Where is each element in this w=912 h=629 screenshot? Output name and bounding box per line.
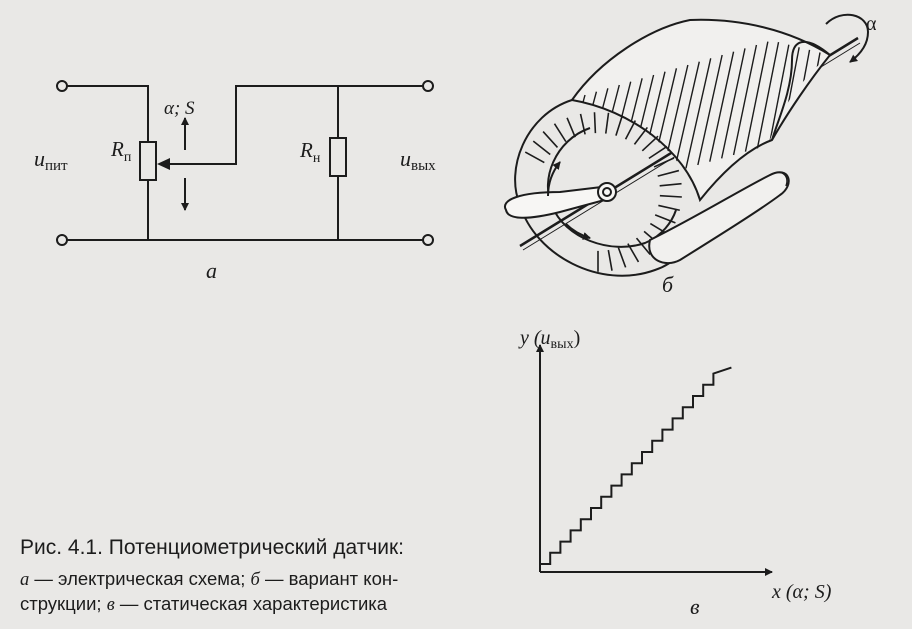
guide-scroll [648, 171, 790, 265]
caption-line-1: а — электрическая схема; б — вариант кон… [20, 567, 490, 592]
panel-letter-b: б [662, 272, 674, 297]
drum-end-cap [771, 40, 831, 141]
characteristic-labels: y (uвых) x (α; S) в [518, 327, 832, 619]
output-voltage-label: uвых [400, 146, 436, 174]
winding-turn [732, 44, 758, 156]
wiper-arm [503, 184, 614, 219]
scale-tick [659, 194, 682, 198]
shaft-hub [597, 182, 617, 202]
caption-text-a: — электрическая схема; [29, 568, 251, 589]
input-terminal-top [56, 80, 68, 92]
scale-tick [648, 145, 668, 160]
caption-line-2: струкции; в — статическая характеристика [20, 592, 490, 617]
circuit-diagram [56, 80, 434, 246]
scale-tick [604, 112, 610, 134]
characteristic-plot [536, 344, 773, 576]
wiper-rotation-arrow-up [547, 161, 561, 197]
x-axis-label: x (α; S) [771, 581, 832, 603]
scale-tick [659, 182, 682, 187]
shaft-rotation-arrow [825, 13, 870, 63]
scale-tick [627, 243, 640, 263]
caption-title: Рис. 4.1. Потенциометрический датчик: [20, 536, 405, 559]
winding-turn [768, 34, 792, 146]
output-terminal-bottom [422, 234, 434, 246]
slider-displacement-label: α; S [164, 98, 195, 119]
caption-text-v: — статическая характеристика [114, 593, 388, 614]
staircase-curve [540, 366, 732, 565]
caption-letter-b: б [250, 570, 260, 590]
panel-letter-v: в [690, 594, 700, 619]
winding-turn [709, 51, 735, 162]
load-resistor [329, 137, 347, 177]
input-terminal-bottom [56, 234, 68, 246]
scale-tick [641, 135, 659, 152]
scale-tick [615, 115, 624, 136]
scale-tick [653, 157, 675, 168]
winding-turn [673, 61, 700, 172]
construction-labels: α б [662, 13, 877, 297]
construction-drawing [503, 13, 870, 277]
caption-letter-a: а [20, 570, 30, 590]
wiper-rotation-arrow-down [565, 223, 591, 240]
panel-letter-a: а [206, 258, 217, 283]
scale-tick [654, 214, 676, 224]
wound-drum [570, 18, 832, 203]
wire-slider [168, 85, 423, 165]
scale-tick [633, 126, 649, 145]
scale-tick [624, 120, 637, 140]
scale-tick [617, 247, 627, 268]
scale-tick [657, 169, 680, 177]
output-terminal-top [422, 80, 434, 92]
scale-ring-inner [547, 127, 677, 248]
winding-turn [572, 91, 598, 200]
winding-turn [720, 48, 746, 159]
load-resistor-label: Rн [299, 138, 321, 166]
potentiometer-resistor [139, 141, 157, 181]
scale-tick [593, 112, 597, 134]
scale-tick [532, 140, 551, 156]
potentiometer-label: Rп [110, 137, 132, 165]
y-axis-label: y (uвых) [518, 327, 580, 352]
scale-tick [553, 123, 567, 143]
scale-tick [658, 204, 680, 212]
winding-turn [744, 41, 769, 152]
caption-text-b: — вариант кон- [259, 568, 399, 589]
caption-letter-v: в [106, 595, 115, 615]
supply-voltage-label: uпит [34, 146, 68, 174]
rotation-angle-label: α [866, 13, 877, 35]
scale-tick [566, 117, 576, 138]
winding-turn [697, 54, 723, 166]
circuit-labels: uпит Rп α; S Rн uвых а [34, 98, 436, 283]
figure-caption: Рис. 4.1. Потенциометрический датчик: а … [20, 535, 490, 617]
wire-top-left [67, 85, 149, 142]
scale-tick [635, 237, 651, 256]
scale-tick [542, 131, 559, 148]
caption-text-b2: струкции; [20, 593, 107, 614]
scale-ticks [524, 112, 682, 272]
scale-tick [524, 151, 545, 164]
winding-turn [685, 58, 712, 169]
scale-tick [607, 249, 613, 271]
scale-tick [579, 113, 586, 135]
slider-arrowhead [157, 158, 170, 170]
winding-turn [756, 38, 780, 149]
